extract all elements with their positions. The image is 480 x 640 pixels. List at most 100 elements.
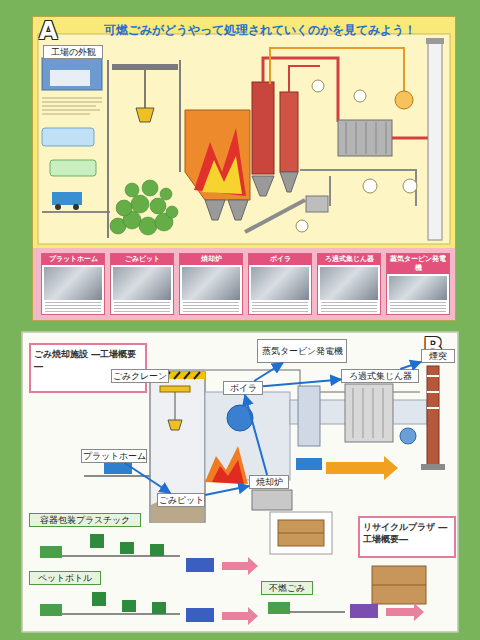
node-text: ボイラ <box>230 383 257 394</box>
note-box <box>42 128 94 146</box>
flow-arrow <box>254 363 283 381</box>
photo <box>44 267 102 300</box>
node-text: ボイラ <box>249 254 311 265</box>
photo <box>182 267 240 300</box>
node-text: A <box>39 17 58 45</box>
filter-bags <box>346 122 386 154</box>
node-text: リサイクルプラザ ―工場概要― <box>363 521 451 545</box>
node-text: ごみピット <box>111 254 173 265</box>
poster: Bごみ焼却施設 ―工場概要―蒸気タービン発電機ろ過式集じん器煙突ボイラごみクレー… <box>22 332 458 632</box>
flame <box>205 446 248 484</box>
truck <box>296 458 322 470</box>
text-lines <box>45 302 101 312</box>
node-text: 蒸気タービン発電機 <box>387 254 449 274</box>
node-text: ペットボトル <box>38 573 92 584</box>
text-lines <box>390 302 446 312</box>
poster: A 可燃ごみがどうやって処理されていくのかを見てみよう！ 工場の外観プラットホームご… <box>32 16 456 321</box>
flow-arrow <box>125 463 171 493</box>
boiler <box>252 82 274 174</box>
equipment-label: 煙突 <box>421 349 455 363</box>
node-text: 焼却炉 <box>256 477 283 488</box>
photo-panel: プラットホーム <box>41 253 105 315</box>
photo-panel: ろ過式集じん器 <box>317 253 381 315</box>
ash-bin <box>306 196 328 212</box>
pit-wall <box>108 60 180 238</box>
text-lines <box>183 302 239 312</box>
equipment-label: プラットホーム <box>81 449 147 463</box>
crane-grab <box>168 420 182 430</box>
photo-strip <box>32 248 456 321</box>
ash-pit <box>252 490 292 510</box>
text-lines <box>42 98 102 114</box>
flow-arrow <box>326 456 398 480</box>
node-text: 焼却炉 <box>180 254 242 265</box>
node-text: 蒸気タービン発電機 <box>262 346 343 357</box>
node-text: ごみピット <box>159 495 204 506</box>
node-text: プラットホーム <box>83 451 146 462</box>
equipment-label: 蒸気タービン発電機 <box>257 339 347 363</box>
flow-label: 容器包装プラスチック <box>29 513 141 527</box>
node-text: 不燃ごみ <box>269 583 305 594</box>
boiler-drum <box>227 405 253 431</box>
crane-grab <box>136 108 154 122</box>
photo-panel: ボイラ <box>248 253 312 315</box>
steam-line <box>270 48 404 92</box>
pipe <box>300 170 416 206</box>
poster-b-sheet <box>22 332 458 632</box>
crane-rail <box>112 64 178 70</box>
node-text: ろ過式集じん器 <box>318 254 380 265</box>
chimney <box>428 40 442 240</box>
flow-arrow <box>205 486 249 495</box>
flame-core <box>202 156 242 194</box>
equipment-label: ごみクレーン <box>111 369 169 383</box>
info-box: ごみ焼却施設 ―工場概要― <box>29 343 147 393</box>
note-box <box>50 160 96 176</box>
equipment-label: ごみピット <box>157 493 205 507</box>
equipment <box>296 80 417 232</box>
boiler <box>280 92 298 172</box>
photo-panel: ごみピット <box>110 253 174 315</box>
photo-panel: 蒸気タービン発電機 <box>386 253 450 315</box>
photo-caption: 工場の外観 <box>43 45 103 59</box>
equipment-label: ボイラ <box>223 381 263 395</box>
node-text: ろ過式集じん器 <box>349 371 412 382</box>
platform-floor <box>84 475 150 477</box>
platform-floor <box>42 211 110 213</box>
photo <box>251 267 309 300</box>
filter <box>345 384 393 442</box>
flow-arrow <box>400 362 421 369</box>
filter-bags <box>353 388 383 438</box>
flow-label: ペットボトル <box>29 571 101 585</box>
node-text: 容器包装プラスチック <box>40 515 130 526</box>
photo <box>320 267 378 300</box>
factory-building <box>50 70 90 86</box>
chimney-bands <box>427 376 439 408</box>
equipment-label: 焼却炉 <box>249 475 289 489</box>
node-text: ごみクレーン <box>113 371 167 382</box>
chimney <box>427 366 439 466</box>
flame-core <box>212 460 244 484</box>
factory-photo <box>42 58 102 90</box>
pit <box>150 372 205 522</box>
flow-arrow <box>263 379 341 386</box>
truck <box>52 192 82 205</box>
flow-label: 不燃ごみ <box>261 581 313 595</box>
node-text: 煙突 <box>429 351 447 362</box>
text-lines <box>114 302 170 312</box>
photo-panel: 焼却炉 <box>179 253 243 315</box>
info-box: リサイクルプラザ ―工場概要― <box>358 516 456 558</box>
photo <box>389 276 447 300</box>
node-text: 可燃ごみがどうやって処理されていくのかを見てみよう！ <box>71 23 449 38</box>
flow-arrow <box>245 395 267 475</box>
photo <box>113 267 171 300</box>
garbage-pile <box>110 180 178 235</box>
flame <box>194 128 246 196</box>
furnace <box>185 110 250 200</box>
text-lines <box>321 302 377 312</box>
node-text: 工場の外観 <box>51 47 96 58</box>
illustration-frame <box>38 34 450 244</box>
equipment-label: ろ過式集じん器 <box>341 369 419 383</box>
fan <box>400 428 416 444</box>
text-lines <box>252 302 308 312</box>
